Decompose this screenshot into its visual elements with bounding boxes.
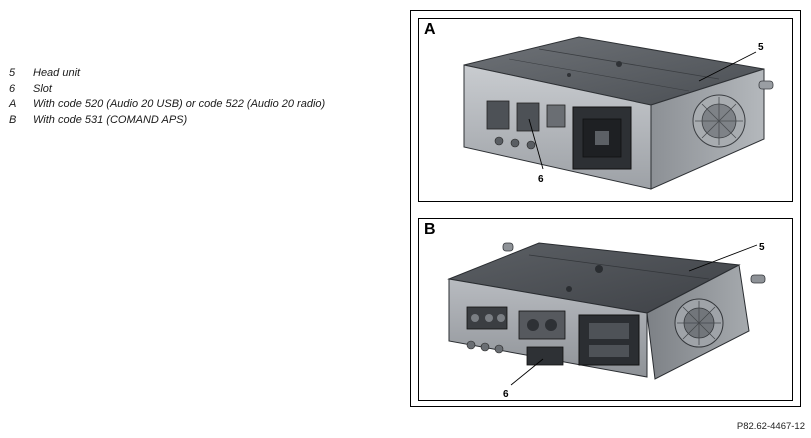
legend-item: B With code 531 (COMAND APS): [9, 113, 325, 129]
legend-key: 6: [9, 82, 16, 95]
head-unit-illustration-b: 5 6: [447, 242, 766, 399]
callout-head-unit: 5: [758, 42, 764, 53]
legend-item: 6 Slot: [9, 82, 325, 98]
panel-letter: B: [424, 221, 436, 238]
legend-key: A: [9, 98, 17, 110]
legend-item: A With code 520 (Audio 20 USB) or code 5…: [9, 97, 325, 113]
callout-head-unit: 5: [759, 242, 765, 253]
panel-a: 5 6 A: [418, 18, 793, 202]
legend-key: B: [9, 113, 17, 126]
legend-text: Slot: [33, 82, 52, 95]
legend-item: 5 Head unit: [9, 66, 325, 82]
legend-key: 5: [9, 67, 16, 79]
legend-text: With code 520 (Audio 20 USB) or code 522…: [33, 98, 326, 110]
figure-frame: 5 6 A: [410, 10, 801, 407]
callout-slot: 6: [503, 389, 509, 399]
legend: 5 Head unit 6 Slot A With code 520 (Audi…: [9, 66, 325, 128]
callout-slot: 6: [538, 174, 544, 185]
legend-text: Head unit: [33, 67, 81, 79]
panel-letter: A: [424, 21, 436, 38]
panel-b: 5 6 B: [418, 218, 793, 401]
legend-text: With code 531 (COMAND APS): [33, 113, 188, 126]
head-unit-illustration-a: 5 6: [463, 36, 774, 190]
document-reference: P82.62-4467-12: [736, 421, 805, 432]
